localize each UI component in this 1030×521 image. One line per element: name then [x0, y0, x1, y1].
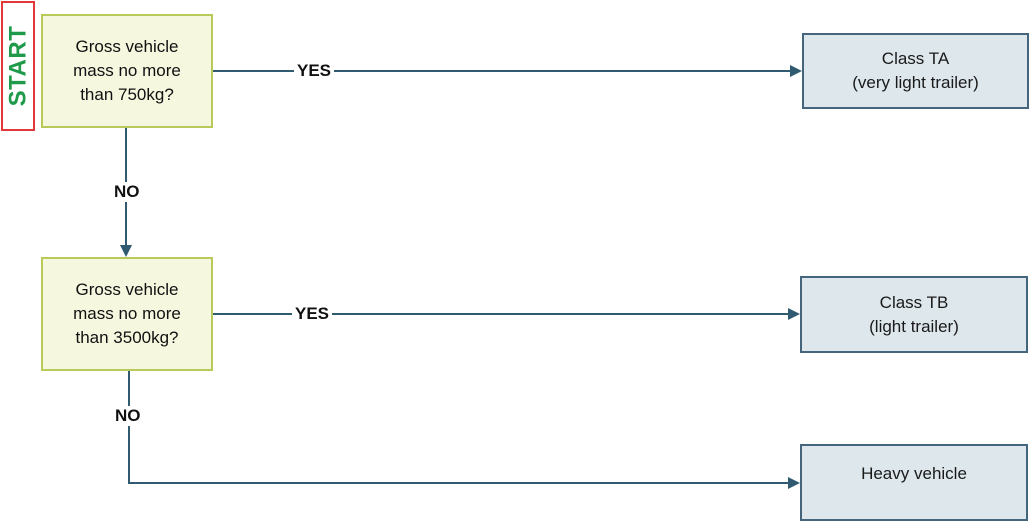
result-class-ta-subtitle: (very light trailer)	[852, 73, 979, 92]
start-marker: START	[1, 1, 35, 131]
result-class-ta-text: Class TA (very light trailer)	[816, 47, 1016, 95]
decision-text-3500kg: Gross vehicle mass no more than 3500kg?	[73, 280, 181, 347]
result-class-ta: Class TA (very light trailer)	[802, 33, 1029, 109]
result-class-tb-subtitle: (light trailer)	[869, 316, 959, 336]
result-class-tb: Class TB (light trailer)	[800, 276, 1028, 353]
result-class-tb-title: Class TB	[879, 292, 949, 312]
decision-box-750kg: Gross vehicle mass no more than 750kg?	[41, 14, 213, 128]
result-class-ta-title: Class TA	[881, 49, 950, 68]
decision-text-750kg: Gross vehicle mass no more than 750kg?	[73, 37, 181, 104]
start-label: START	[4, 25, 31, 107]
result-heavy-vehicle-title: Heavy vehicle	[861, 464, 967, 483]
result-class-tb-text: Class TB (light trailer)	[814, 291, 1014, 339]
result-heavy-vehicle: Heavy vehicle	[800, 444, 1028, 521]
edge-label-yes-1: YES	[294, 61, 335, 81]
edge-label-no-2: NO	[112, 406, 144, 426]
no-connector-2	[128, 371, 800, 489]
decision-box-3500kg: Gross vehicle mass no more than 3500kg?	[41, 257, 213, 371]
edge-label-yes-2: YES	[292, 304, 333, 324]
edge-label-no-1: NO	[111, 182, 143, 202]
result-heavy-vehicle-text: Heavy vehicle	[814, 462, 1014, 486]
